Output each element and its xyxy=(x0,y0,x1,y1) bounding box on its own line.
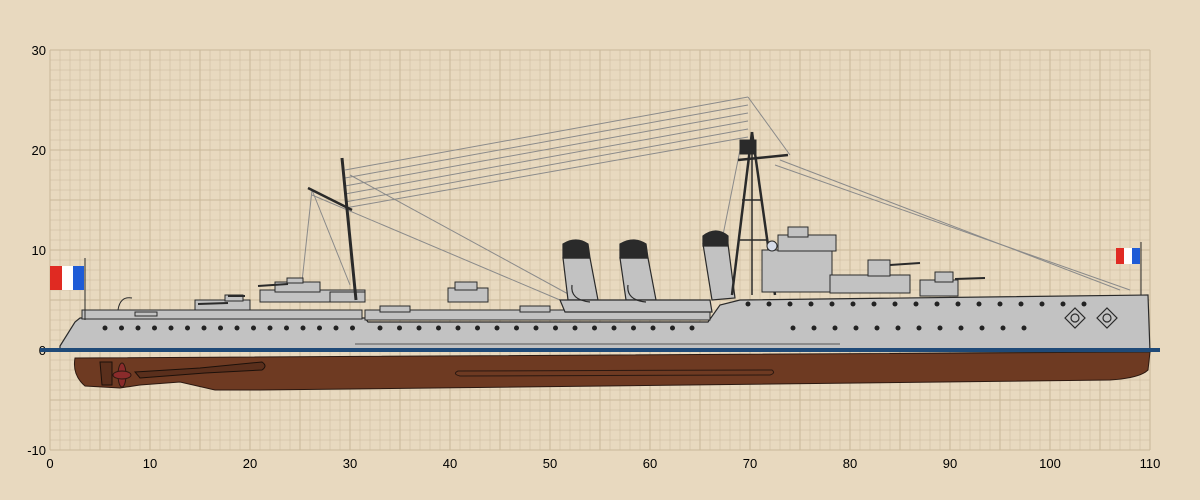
porthole xyxy=(811,325,817,331)
porthole xyxy=(979,325,985,331)
bow-guns xyxy=(889,262,986,280)
porthole xyxy=(934,301,940,307)
waterline xyxy=(40,348,1160,352)
x-tick-label: 60 xyxy=(643,456,657,471)
porthole xyxy=(650,325,656,331)
porthole xyxy=(168,325,174,331)
porthole xyxy=(397,325,402,331)
x-tick-label: 20 xyxy=(243,456,257,471)
aft-mast xyxy=(307,157,358,301)
porthole xyxy=(234,325,240,331)
porthole xyxy=(895,325,901,331)
porthole xyxy=(317,325,322,331)
porthole xyxy=(955,301,961,307)
x-tick-label: 90 xyxy=(943,456,957,471)
porthole xyxy=(572,325,578,331)
x-tick-label: 110 xyxy=(1140,456,1161,471)
porthole xyxy=(874,325,880,331)
porthole xyxy=(350,325,355,331)
porthole xyxy=(689,325,695,331)
porthole xyxy=(997,301,1003,307)
porthole xyxy=(377,325,383,331)
porthole xyxy=(976,301,982,307)
bridge-superstructure xyxy=(761,226,959,297)
rudder-icon xyxy=(99,361,113,386)
porthole xyxy=(416,325,422,331)
bilge-keel xyxy=(454,369,775,377)
porthole xyxy=(300,325,306,331)
flag-bow xyxy=(1116,242,1142,295)
x-tick-label: 80 xyxy=(843,456,857,471)
porthole xyxy=(631,325,636,331)
porthole xyxy=(829,301,835,307)
propeller-shaft xyxy=(133,361,266,379)
porthole xyxy=(745,301,751,307)
porthole xyxy=(436,325,441,331)
porthole xyxy=(267,325,273,331)
porthole xyxy=(832,325,838,331)
x-tick-label: 30 xyxy=(343,456,357,471)
y-axis-labels: 3020100-10 xyxy=(27,43,46,458)
porthole xyxy=(455,325,461,331)
porthole xyxy=(533,325,539,331)
rigging xyxy=(299,96,1131,301)
flag-stern xyxy=(50,258,86,320)
porthole xyxy=(1021,325,1027,331)
x-tick-label: 40 xyxy=(443,456,457,471)
porthole xyxy=(494,325,500,331)
porthole xyxy=(937,325,943,331)
porthole xyxy=(592,325,597,331)
porthole xyxy=(333,325,339,331)
porthole xyxy=(284,325,289,331)
y-tick-label: 10 xyxy=(32,243,46,258)
porthole xyxy=(1060,301,1066,307)
porthole xyxy=(853,325,859,331)
porthole xyxy=(1018,301,1024,307)
y-tick-label: 20 xyxy=(32,143,46,158)
porthole xyxy=(1039,301,1045,307)
porthole xyxy=(916,325,922,331)
x-tick-label: 10 xyxy=(143,456,157,471)
porthole xyxy=(553,325,558,331)
porthole xyxy=(135,325,141,331)
x-tick-label: 100 xyxy=(1039,456,1061,471)
porthole xyxy=(251,325,256,331)
porthole xyxy=(787,301,793,307)
funnels xyxy=(559,230,736,313)
portholes xyxy=(102,301,1087,331)
porthole xyxy=(514,325,519,331)
porthole xyxy=(892,301,898,307)
porthole xyxy=(958,325,964,331)
crest-icon xyxy=(1064,307,1118,329)
x-axis-labels: 0 10 20 30 40 50 60 70 80 90 100 110 xyxy=(46,456,1160,471)
porthole xyxy=(102,325,108,331)
y-tick-label: -10 xyxy=(27,443,46,458)
porthole xyxy=(201,325,207,331)
x-tick-label: 70 xyxy=(743,456,757,471)
stern-guns xyxy=(197,283,289,305)
porthole xyxy=(475,325,480,331)
porthole xyxy=(119,325,124,331)
stern-deckhouse xyxy=(81,277,366,320)
porthole xyxy=(1081,301,1087,307)
porthole xyxy=(670,325,675,331)
porthole xyxy=(1000,325,1006,331)
porthole xyxy=(850,301,856,307)
porthole xyxy=(913,301,919,307)
y-tick-label: 30 xyxy=(32,43,46,58)
propeller-icon xyxy=(112,362,132,388)
porthole xyxy=(871,301,877,307)
x-tick-label: 0 xyxy=(46,456,53,471)
porthole xyxy=(766,301,772,307)
porthole xyxy=(185,325,190,331)
porthole xyxy=(808,301,814,307)
x-tick-label: 50 xyxy=(543,456,557,471)
porthole xyxy=(790,325,796,331)
porthole xyxy=(611,325,617,331)
midship-deck xyxy=(364,281,711,321)
porthole xyxy=(152,325,157,331)
porthole xyxy=(218,325,223,331)
